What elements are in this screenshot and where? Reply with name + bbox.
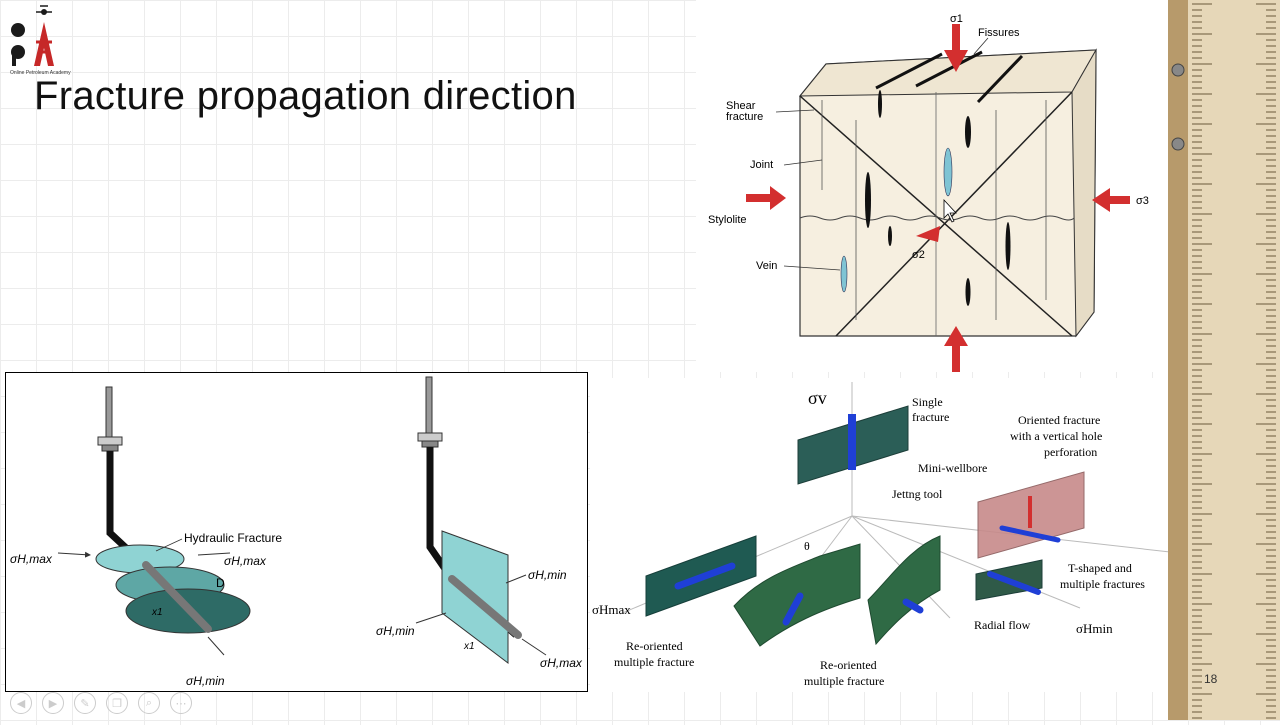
page-title: Fracture propagation direction — [34, 74, 577, 118]
shmax-bottom-right-label: σH,max — [540, 656, 583, 670]
shmin-bottom-label: σH,min — [186, 674, 225, 688]
jetting-tool-label: Jettng tool — [892, 487, 943, 501]
tshaped-label-1: T-shaped and — [1068, 561, 1132, 575]
mini-wellbore-label: Mini-wellbore — [918, 461, 987, 475]
sigma3-label: σ3 — [1136, 195, 1149, 207]
oriented-label-3: perforation — [1044, 445, 1097, 459]
fissures-label: Fissures — [978, 27, 1020, 39]
reoriented-b-label-2: multiple fracture — [804, 674, 884, 688]
vein-label: Vein — [756, 260, 777, 272]
stylolite-label: Stylolite — [708, 214, 747, 226]
shmax-left-label: σH,max — [10, 552, 53, 566]
slide-number: 18 — [1204, 672, 1218, 686]
shmax-right-label: σH,max — [224, 554, 267, 568]
reoriented-a-label-2: multiple fracture — [614, 655, 694, 669]
sigma-v-label: σv — [808, 388, 827, 408]
copy-icon[interactable]: ❐ — [106, 692, 128, 714]
shmin-label: σHmin — [1076, 621, 1113, 636]
hydraulic-fracture-diagram: Hydraulic Fracture σH,max σH,max D x1 σH… — [5, 372, 588, 692]
single-label-2: fracture — [912, 410, 949, 424]
wellhead-left — [97, 386, 123, 452]
shmin-left-label: σH,min — [376, 624, 415, 638]
x1-label: x1 — [151, 607, 163, 618]
fracture-orientation-diagram: σv Single fracture Oriented fracture wit… — [590, 378, 1172, 692]
joint-label: Joint — [750, 159, 773, 171]
oriented-label-2: with a vertical hole — [1010, 429, 1102, 443]
reoriented-a-label-1: Re-oriented — [626, 639, 683, 653]
zoom-icon[interactable]: ⌕ — [138, 692, 160, 714]
oriented-label-1: Oriented fracture — [1018, 413, 1100, 427]
wellhead-right — [417, 376, 443, 448]
reoriented-b-label-1: Re-oriented — [820, 658, 877, 672]
shmin-top-right-label: σH,min — [528, 568, 567, 582]
single-label-1: Single — [912, 395, 943, 409]
stress-block-diagram: σ1 Fissures Shear fracture Joint Styloli… — [696, 0, 1168, 372]
play-icon[interactable]: ▶ — [42, 692, 64, 714]
sigma2-label: σ2 — [912, 249, 925, 261]
d-label: D — [216, 576, 225, 590]
ruler-decoration — [1168, 0, 1280, 720]
more-icon[interactable]: ⋯ — [170, 692, 192, 714]
theta-label: θ — [804, 539, 810, 553]
prev-arrow-icon[interactable]: ◀ — [10, 692, 32, 714]
x1-right-label: x1 — [463, 641, 475, 652]
radial-flow-label: Radial flow — [974, 618, 1031, 632]
shear-fracture-label: fracture — [726, 111, 763, 123]
sigma1-label: σ1 — [950, 13, 963, 25]
logo — [11, 5, 54, 66]
pen-icon[interactable]: ✎ — [74, 692, 96, 714]
slideshow-controls: ◀ ▶ ✎ ❐ ⌕ ⋯ — [10, 692, 192, 714]
logo-caption: Online Petroleum Academy — [10, 70, 71, 76]
shmax-label: σHmax — [592, 602, 631, 617]
hydraulic-fracture-label: Hydraulic Fracture — [184, 531, 282, 545]
tshaped-label-2: multiple fractures — [1060, 577, 1145, 591]
shear-label: Shear — [726, 100, 756, 112]
